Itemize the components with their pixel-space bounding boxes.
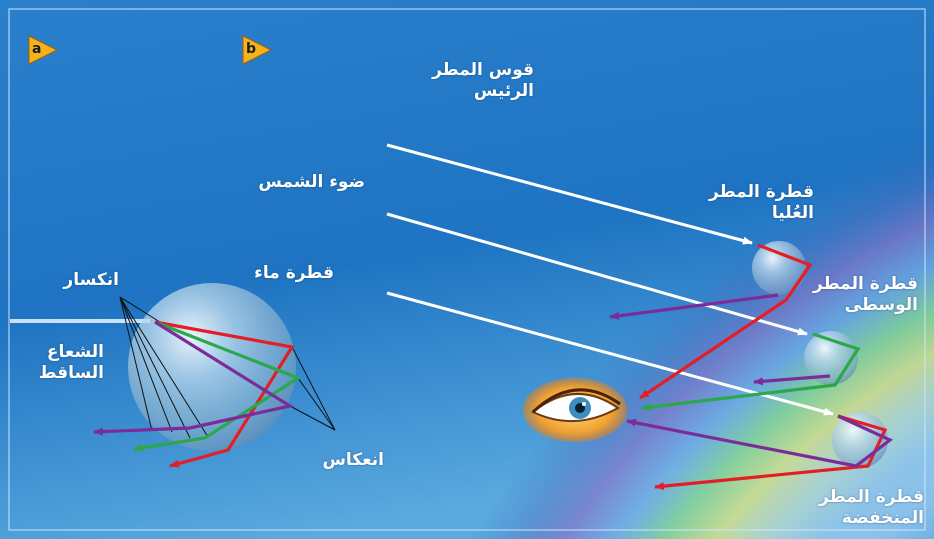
label-reflection: انعكاس <box>322 450 384 470</box>
ray-red-a <box>154 320 295 468</box>
ray-purple-middle <box>753 374 831 386</box>
reflection-pointers <box>289 346 336 431</box>
label-refraction: انكسار <box>63 270 119 290</box>
panel-b-letter: b <box>246 41 257 57</box>
sunlight-ray-1 <box>386 143 753 245</box>
panel-a-letter: a <box>32 41 42 57</box>
label-incident-ray: الشعاع الساقط <box>38 342 104 384</box>
label-sunlight: ضوء الشمس <box>258 172 365 192</box>
label-primary-rainbow: قوس المطر الرئيس <box>432 60 534 102</box>
raindrop-upper <box>752 241 806 295</box>
ray-purple-a <box>93 320 295 436</box>
frame <box>8 8 926 531</box>
ray-purple-lower <box>626 414 894 468</box>
ray-red-lower <box>654 414 888 491</box>
label-upper-drop: قطرة المطر العُليا <box>709 182 814 224</box>
refraction-pointers <box>119 296 209 439</box>
label-water-drop: قطرة ماء <box>254 263 334 283</box>
label-middle-drop: قطرة المطر الوسطى <box>813 274 918 316</box>
ray-green-middle <box>641 332 861 411</box>
ray-green-a <box>133 320 302 452</box>
panel-b-tag: b <box>242 35 273 65</box>
panel-a-tag: a <box>28 35 59 65</box>
eye-icon <box>523 378 627 442</box>
label-lower-drop: قطرة المطر المنخفضة <box>819 487 924 529</box>
sunlight-ray-2 <box>386 212 808 336</box>
ray-purple-upper <box>609 293 779 320</box>
ray-red-upper <box>639 243 813 400</box>
